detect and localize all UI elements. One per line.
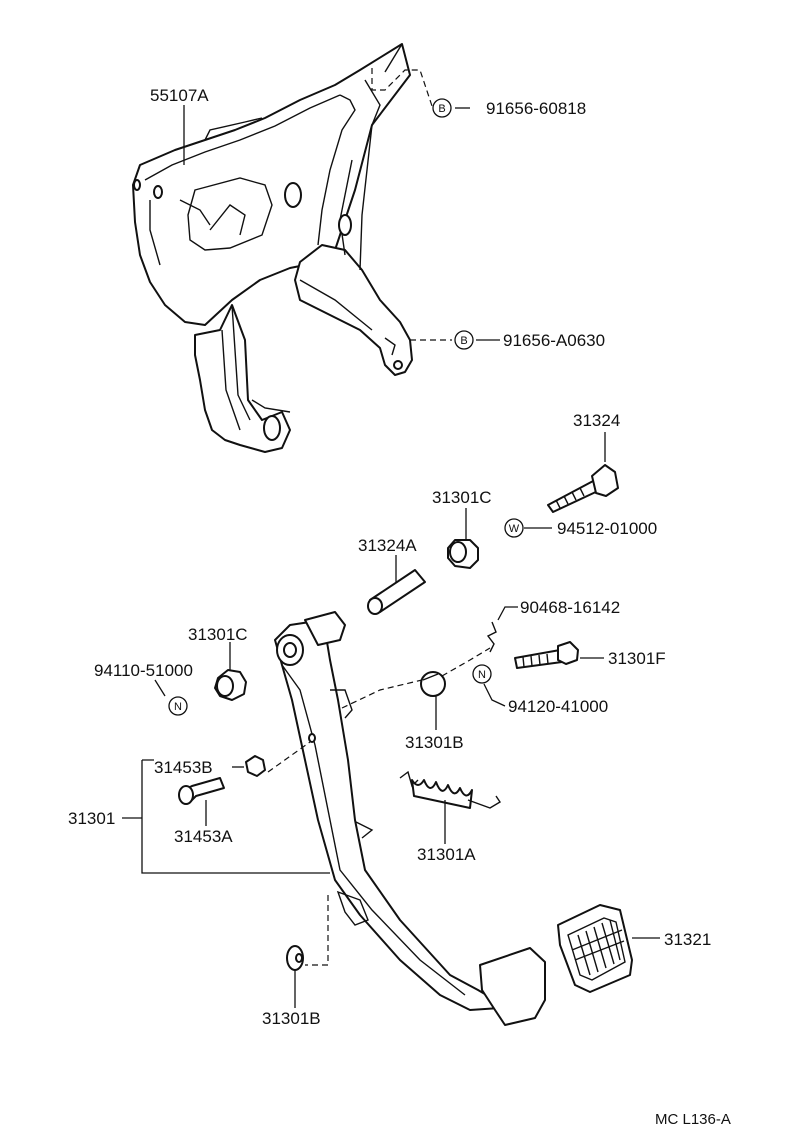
- bolt-31301f-drawing: [514, 641, 579, 669]
- pivot-31453b-drawing: [245, 755, 266, 777]
- bushing-31301c-left-drawing: [214, 669, 247, 701]
- label-31324a: 31324A: [358, 536, 417, 555]
- pedal-pad-drawing: [557, 904, 633, 993]
- label-31453b: 31453B: [154, 758, 213, 777]
- label-94512-01000: 94512-01000: [557, 519, 657, 538]
- stopper-31301b-mid-drawing: [420, 671, 446, 697]
- clip-90468-16142-drawing: [486, 621, 497, 653]
- label-31324: 31324: [573, 411, 620, 430]
- label-55107a: 55107A: [150, 86, 209, 105]
- bolt-31453a-drawing: [178, 777, 225, 805]
- label-94110-51000: 94110-51000: [94, 661, 193, 680]
- stopper-31301b-bottom-drawing: [286, 945, 304, 971]
- label-31301b-bottom: 31301B: [262, 1009, 321, 1028]
- label-31301f: 31301F: [608, 649, 666, 668]
- label-31321: 31321: [664, 930, 711, 949]
- bolt-31324-drawing: [547, 464, 619, 513]
- label-31301a: 31301A: [417, 845, 476, 864]
- label-94120-41000: 94120-41000: [508, 697, 608, 716]
- label-31301b-mid: 31301B: [405, 733, 464, 752]
- pin-31324a-drawing: [367, 569, 426, 615]
- bushing-31301c-top-drawing: [447, 539, 479, 569]
- marker-n-left: N: [168, 696, 188, 716]
- label-91656-a0630: 91656-A0630: [503, 331, 605, 350]
- pedal-bracket-drawing: [132, 43, 413, 453]
- label-31301c-left: 31301C: [188, 625, 248, 644]
- marker-n-right: N: [472, 664, 492, 684]
- label-91656-60818: 91656-60818: [486, 99, 586, 118]
- label-31453a: 31453A: [174, 827, 233, 846]
- marker-w: W: [504, 518, 524, 538]
- marker-n-right-text: N: [478, 669, 486, 681]
- marker-b-top-text: B: [438, 103, 445, 115]
- label-31301c-top: 31301C: [432, 488, 492, 507]
- diagram-code: MC L136-A: [655, 1111, 731, 1128]
- marker-b-top: B: [432, 98, 452, 118]
- marker-b-mid-text: B: [460, 335, 467, 347]
- return-spring-drawing: [399, 770, 501, 809]
- marker-n-left-text: N: [174, 701, 182, 713]
- label-31301: 31301: [68, 809, 115, 828]
- pedal-arm-drawing: [274, 611, 546, 1026]
- marker-b-mid: B: [454, 330, 474, 350]
- marker-w-text: W: [509, 523, 520, 535]
- label-90468-16142: 90468-16142: [520, 598, 620, 617]
